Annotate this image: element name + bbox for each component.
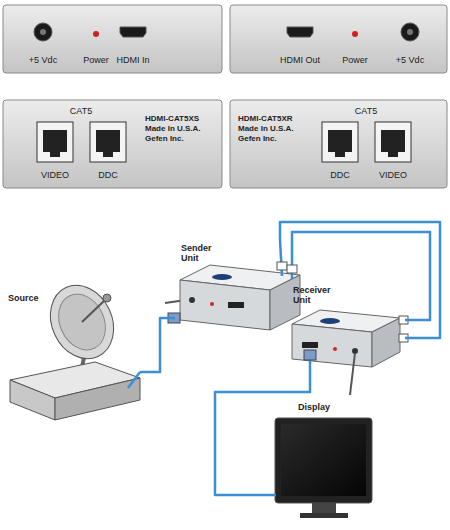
port-label: CAT5 — [56, 106, 106, 116]
power-led — [93, 31, 99, 37]
port-label: +5 Vdc — [13, 55, 73, 65]
port-label: HDMI In — [103, 55, 163, 65]
dc-jack — [189, 297, 195, 303]
rj45-opening — [96, 130, 120, 152]
logo — [212, 274, 232, 280]
sender-front-panel — [3, 5, 222, 73]
power-led — [333, 347, 337, 351]
cable-connector — [140, 318, 175, 372]
monitor-bezel — [275, 418, 372, 503]
cable — [128, 372, 140, 388]
dc-jack-pin — [40, 29, 46, 35]
rj45-port — [375, 122, 411, 162]
rj45-notch — [50, 152, 60, 157]
port-label: Power — [330, 55, 380, 65]
port-label: HDMI Out — [270, 55, 330, 65]
box-side — [55, 378, 140, 420]
cable-connector — [215, 385, 310, 495]
receiver-back-panel — [230, 100, 447, 188]
port-label: Power — [71, 55, 121, 65]
cable-connector — [280, 222, 440, 338]
rj45-plug — [277, 262, 287, 270]
port-label: CAT5 — [341, 106, 391, 116]
cable — [268, 494, 276, 497]
hdmi-plug — [304, 350, 316, 360]
rj45-plug — [287, 265, 297, 273]
panel-body — [230, 5, 447, 73]
front-panel: HDMI OutPower+5 Vdc — [230, 5, 447, 73]
device-label: Display — [298, 402, 350, 412]
power-cord — [350, 353, 355, 395]
logo — [320, 318, 340, 324]
receiver-unit: Receiver Unit — [288, 283, 405, 385]
hdmi-port — [302, 342, 318, 348]
device-label: Source — [8, 293, 48, 303]
back-panel: HDMI-CAT5XR Made In U.S.A. Gefen Inc. CAT… — [230, 100, 447, 188]
device-side — [372, 318, 400, 367]
sender-back-panel — [3, 100, 222, 188]
panel-body — [3, 100, 222, 188]
sender-unit: Sender Unit — [175, 240, 300, 335]
device-front — [180, 280, 270, 330]
device-front — [292, 324, 372, 367]
rj45-opening — [43, 130, 67, 152]
device-label: Sender Unit — [181, 243, 226, 264]
lnb — [103, 294, 111, 302]
port-label: DDC — [83, 170, 133, 180]
dc-jack — [401, 23, 419, 41]
lnb-arm — [82, 300, 105, 322]
port-label: +5 Vdc — [380, 55, 440, 65]
back-panel: CAT5HDMI-CAT5XS Made In U.S.A. Gefen Inc… — [3, 100, 222, 188]
device-label: Receiver Unit — [293, 285, 343, 306]
receiver-front-panel — [230, 5, 447, 73]
power-led — [210, 302, 214, 306]
port-label: VIDEO — [363, 170, 423, 180]
rj45-notch — [103, 152, 113, 157]
rj45-port — [37, 122, 73, 162]
rj45-port — [322, 122, 358, 162]
box-front — [10, 380, 55, 420]
monitor-screen — [281, 424, 366, 496]
cable-connector — [292, 232, 430, 320]
dc-jack — [34, 23, 52, 41]
panel-body — [230, 100, 447, 188]
hdmi-port — [120, 27, 146, 37]
monitor-stand — [312, 503, 336, 513]
port-label: DDC — [315, 170, 365, 180]
port-label: VIDEO — [25, 170, 85, 180]
source-device: Source — [5, 275, 140, 425]
model-label: HDMI-CAT5XS Made In U.S.A. Gefen Inc. — [145, 114, 219, 144]
panel-body — [3, 5, 222, 73]
rj45-opening — [328, 130, 352, 152]
receiver-illustration — [292, 310, 408, 395]
rj45-opening — [381, 130, 405, 152]
dish-inner — [50, 286, 114, 357]
power-led — [352, 31, 358, 37]
front-panel: +5 VdcPowerHDMI In — [3, 5, 222, 73]
model-label: HDMI-CAT5XR Made In U.S.A. Gefen Inc. — [238, 114, 312, 144]
display-illustration — [268, 418, 372, 518]
display-device: Display — [268, 400, 380, 525]
rj45-port — [90, 122, 126, 162]
rj45-notch — [388, 152, 398, 157]
hdmi-port — [287, 27, 313, 37]
monitor-base — [300, 513, 348, 518]
sender-illustration — [165, 240, 300, 330]
satellite-dish — [39, 275, 125, 369]
hdmi-port — [228, 302, 244, 308]
rj45-notch — [335, 152, 345, 157]
dc-jack-pin — [407, 29, 413, 35]
cable — [280, 240, 282, 276]
